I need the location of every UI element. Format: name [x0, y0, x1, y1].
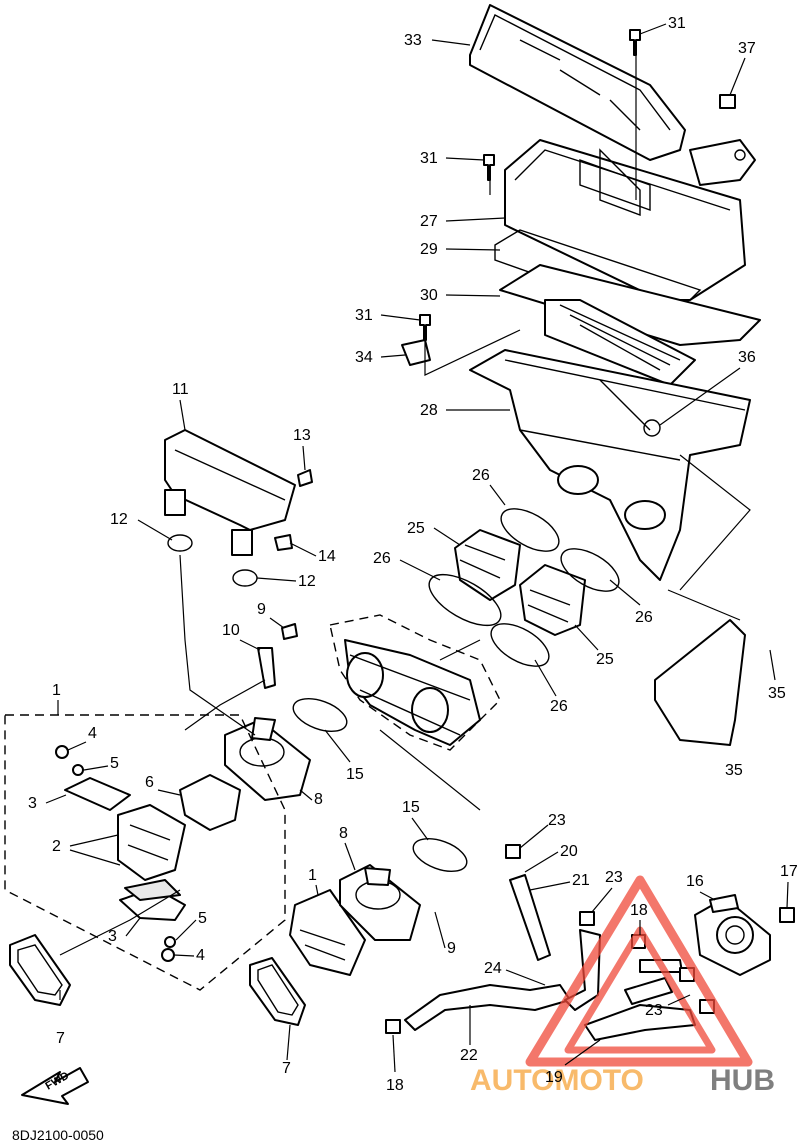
- watermark-text-hub: HUB: [710, 1064, 775, 1097]
- air-filter-cover: [469, 4, 686, 161]
- air-filter-mat: [654, 619, 746, 746]
- fwd-arrow-icon: FWD: [21, 1067, 89, 1105]
- callout-35: 36: [738, 349, 756, 366]
- automotohub-watermark: AUTOMOTO HUB: [470, 875, 775, 1097]
- callout-26-b: 26: [373, 550, 391, 567]
- air-duct: [164, 429, 296, 556]
- callout-34-visible: 35: [725, 762, 743, 779]
- callout-12-top: 12: [110, 511, 128, 528]
- callout-6: 6: [145, 774, 154, 791]
- callout-13: 13: [293, 427, 311, 444]
- callout-18-bot: 18: [386, 1077, 404, 1094]
- callout-9-top: 9: [257, 601, 266, 618]
- callout-17: 17: [780, 863, 798, 880]
- callout-8-top: 8: [314, 791, 323, 808]
- callout-15-b: 15: [402, 799, 420, 816]
- small-bolts-left: [274, 469, 313, 640]
- carburetor-assembly: [329, 614, 501, 751]
- callout-9-bot: 9: [447, 940, 456, 957]
- callout-36: 35: [768, 685, 786, 702]
- callout-5-bot: 5: [198, 910, 207, 927]
- callout-7-right: 7: [282, 1060, 291, 1077]
- callout-31-top: 31: [668, 15, 686, 32]
- callout-29: 29: [420, 241, 438, 258]
- callout-32: 33: [404, 32, 422, 49]
- callout-25-b: 25: [596, 651, 614, 668]
- callout-4-top: 4: [88, 725, 97, 742]
- filter-element: [499, 264, 761, 386]
- reed-valve-lower: [289, 889, 366, 976]
- fuel-hoses: [404, 874, 696, 1041]
- callout-18-top: 18: [630, 902, 648, 919]
- callout-31-mid: 31: [420, 150, 438, 167]
- reed-valve-parts: [55, 745, 241, 962]
- callout-23-c: 23: [645, 1002, 663, 1019]
- callout-37: 37: [738, 40, 756, 57]
- callout-23-a: 23: [548, 812, 566, 829]
- callout-labels: 33 31 37 31 27 29 30 31 34 36 28 11 13 1…: [12, 15, 798, 1143]
- drawing-code: 8DJ2100-0050: [12, 1127, 104, 1143]
- callout-31-low: 31: [355, 307, 373, 324]
- reed-valve-holder-lower: [339, 864, 421, 941]
- callout-7-left: 7: [56, 1030, 65, 1047]
- callout-15-a: 15: [346, 766, 364, 783]
- callout-4-bot: 4: [196, 947, 205, 964]
- callout-12-bot: 12: [298, 573, 316, 590]
- reed-valve-holder: [224, 647, 311, 801]
- callout-2: 2: [52, 838, 61, 855]
- air-filter-case-lower: [469, 349, 751, 581]
- callout-1-top: 1: [52, 682, 61, 699]
- callout-26-d: 26: [550, 698, 568, 715]
- air-filter-case-upper: [504, 139, 746, 301]
- callout-14: 14: [318, 548, 336, 565]
- callout-33: 34: [355, 349, 373, 366]
- callout-22: 22: [460, 1047, 478, 1064]
- callout-26-a: 26: [472, 467, 490, 484]
- callout-26-c: 26: [635, 609, 653, 626]
- callout-8-bot: 8: [339, 825, 348, 842]
- hose-clips: [385, 844, 795, 1034]
- callout-1-bot: 1: [308, 867, 317, 884]
- callout-30: 30: [420, 287, 438, 304]
- callout-10: 10: [222, 622, 240, 639]
- case-gasket: [494, 229, 702, 316]
- gaskets: [9, 934, 306, 1026]
- callout-11: 11: [172, 381, 189, 398]
- callout-5-top: 5: [110, 755, 119, 772]
- callout-27: 27: [420, 213, 438, 230]
- callout-21: 21: [572, 872, 590, 889]
- filter-box-screws: [401, 29, 736, 366]
- bracket-right: [689, 139, 756, 186]
- callout-23-b: 23: [605, 869, 623, 886]
- callout-19: 19: [545, 1069, 563, 1086]
- intake-manifold-joints: [454, 529, 586, 636]
- callout-20: 20: [560, 843, 578, 860]
- callout-24: 24: [484, 960, 502, 977]
- callout-25-a: 25: [407, 520, 425, 537]
- callout-3-top: 3: [28, 795, 37, 812]
- watermark-text-automoto: AUTOMOTO: [470, 1064, 644, 1097]
- watermark-triangle-icon: [525, 875, 753, 1067]
- fuel-pump: [694, 894, 771, 976]
- hose-clamps: [292, 508, 620, 872]
- callout-28: 28: [420, 402, 438, 419]
- callout-3-bot: 3: [108, 928, 117, 945]
- callout-16: 16: [686, 873, 704, 890]
